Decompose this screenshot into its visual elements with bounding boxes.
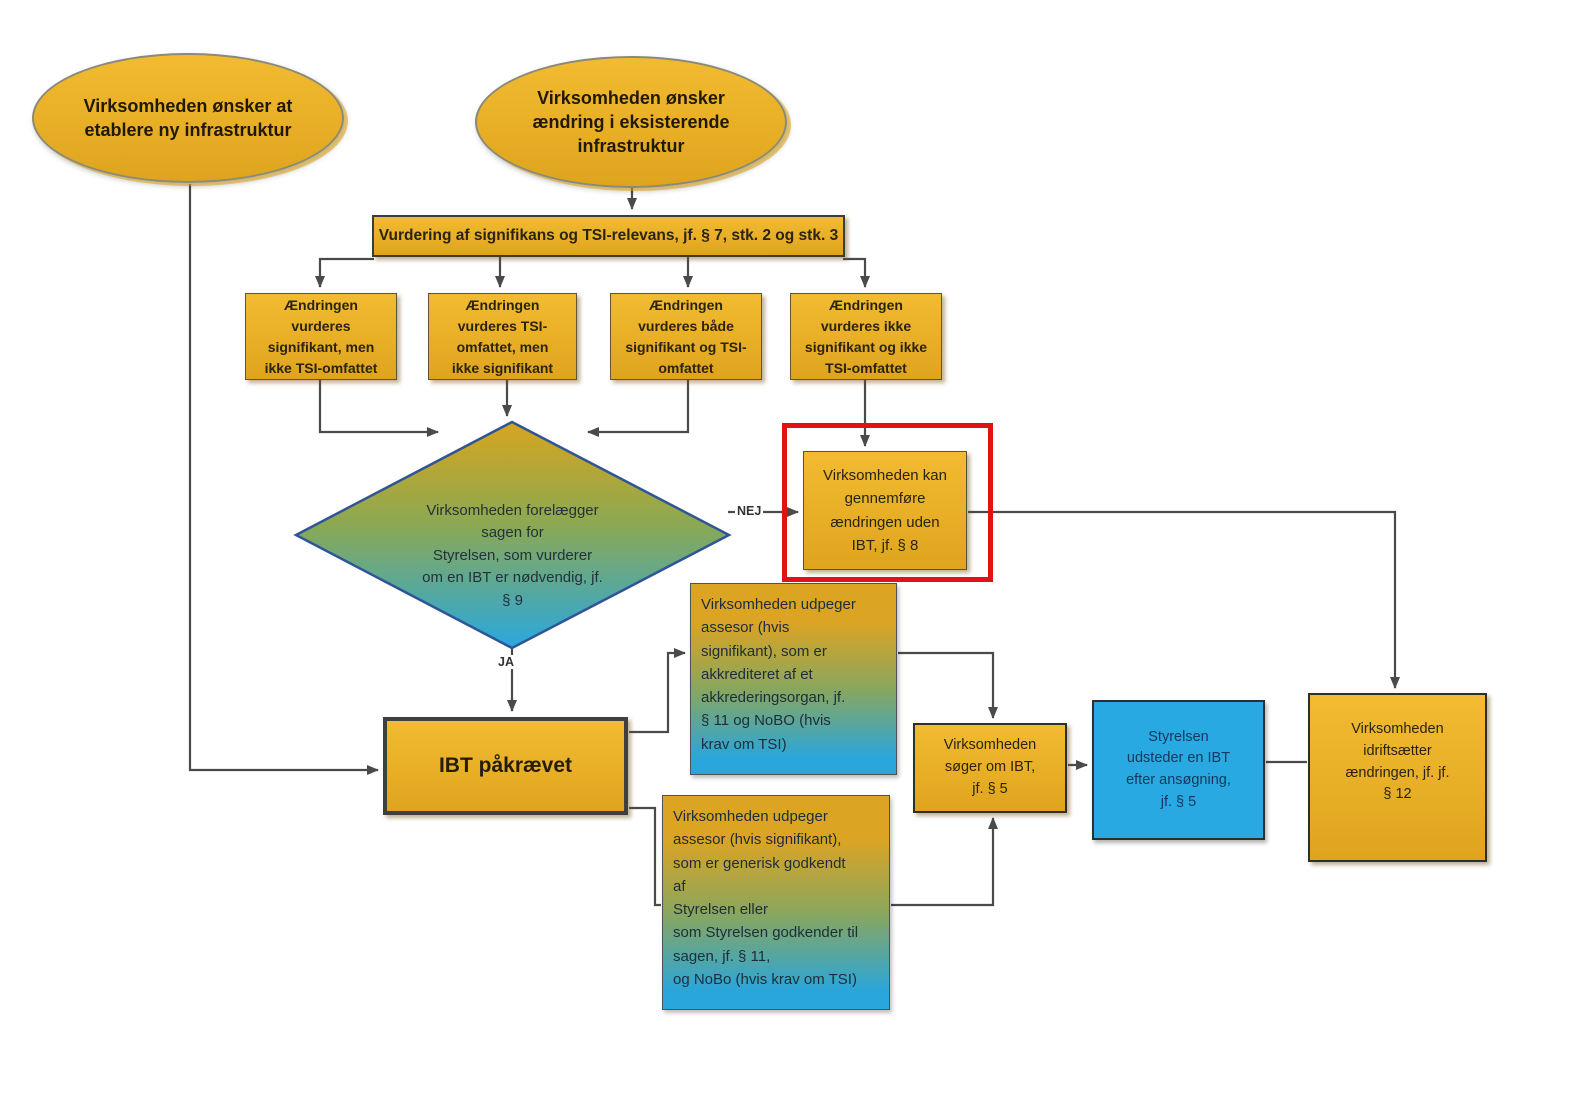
apply-ibt-box: Virksomheden søger om IBT, jf. § 5 xyxy=(913,723,1067,813)
assessment-box: Vurdering af signifikans og TSI-relevans… xyxy=(372,215,845,257)
decision-diamond: Virksomheden forelægger sagen for Styrel… xyxy=(330,477,695,612)
assessor-generic-label: Virksomheden udpeger assesor (hvis signi… xyxy=(673,808,859,988)
assessment-box-label: Vurdering af signifikans og TSI-relevans… xyxy=(378,227,839,244)
outcome-neither-significant-tsi-label: Ændringen vurderes ikke signifikant og i… xyxy=(804,296,928,376)
start-ellipse-change-infrastructure-label: Virksomheden ønsker ændring i eksisteren… xyxy=(532,87,730,157)
outcome-both-significant-tsi-box: Ændringen vurderes både signifikant og T… xyxy=(610,293,762,380)
commissioning-box: Virksomheden idriftsætter ændringen, jf.… xyxy=(1308,693,1487,862)
commissioning-label: Virksomheden idriftsætter ændringen, jf.… xyxy=(1345,721,1450,803)
decision-diamond-label: Virksomheden forelægger sagen for Styrel… xyxy=(422,501,603,609)
start-ellipse-new-infrastructure: Virksomheden ønsker at etablere ny infra… xyxy=(32,53,344,183)
issue-ibt-label: Styrelsen udsteder en IBT efter ansøgnin… xyxy=(1126,728,1231,810)
outcome-significant-not-tsi-box: Ændringen vurderes signifikant, men ikke… xyxy=(245,293,397,380)
start-ellipse-new-infrastructure-label: Virksomheden ønsker at etablere ny infra… xyxy=(83,95,293,140)
outcome-both-significant-tsi-label: Ændringen vurderes både signifikant og T… xyxy=(625,296,747,376)
assessor-accredited-box: Virksomheden udpeger assesor (hvis signi… xyxy=(690,583,897,775)
no-ibt-needed-box: Virksomheden kan gennemføre ændringen ud… xyxy=(803,451,967,570)
outcome-neither-significant-tsi-box: Ændringen vurderes ikke signifikant og i… xyxy=(790,293,942,380)
no-ibt-needed-label: Virksomheden kan gennemføre ændringen ud… xyxy=(823,467,947,554)
assessor-accredited-label: Virksomheden udpeger assesor (hvis signi… xyxy=(701,596,856,753)
ibt-required-label: IBT påkrævet xyxy=(438,754,573,777)
ibt-required-box: IBT påkrævet xyxy=(383,717,628,815)
issue-ibt-box: Styrelsen udsteder en IBT efter ansøgnin… xyxy=(1092,700,1265,840)
apply-ibt-label: Virksomheden søger om IBT, jf. § 5 xyxy=(943,737,1037,797)
assessor-generic-box: Virksomheden udpeger assesor (hvis signi… xyxy=(662,795,890,1010)
label-ja: JA xyxy=(496,655,516,669)
decision-diamond-shape xyxy=(293,420,732,650)
outcome-tsi-not-significant-box: Ændringen vurderes TSI- omfattet, men ik… xyxy=(428,293,577,380)
outcome-significant-not-tsi-label: Ændringen vurderes signifikant, men ikke… xyxy=(264,296,378,376)
outcome-tsi-not-significant-label: Ændringen vurderes TSI- omfattet, men ik… xyxy=(451,296,554,376)
label-nej: NEJ xyxy=(735,504,764,518)
start-ellipse-change-infrastructure: Virksomheden ønsker ændring i eksisteren… xyxy=(475,56,787,188)
